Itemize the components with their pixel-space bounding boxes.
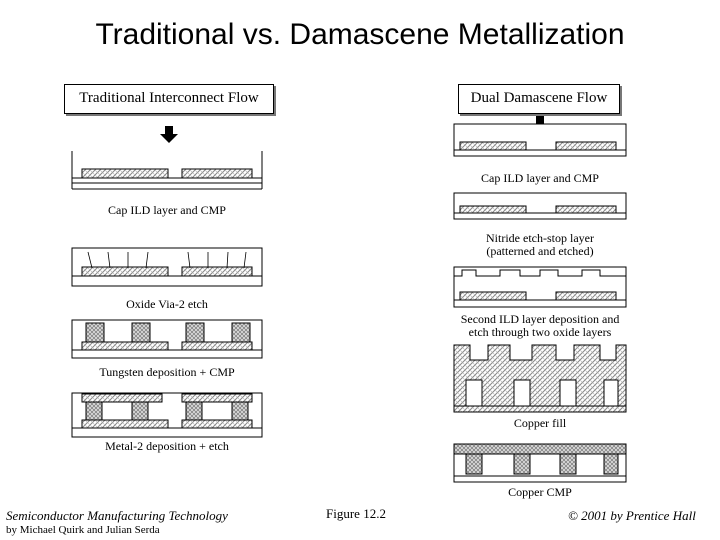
copyright: © 2001 by Prentice Hall xyxy=(568,508,696,523)
right-step-3-structure xyxy=(453,344,627,413)
right-step-2-label-2: etch through two oxide layers xyxy=(468,325,612,339)
right-step-1-label: Nitride etch-stop layer xyxy=(486,231,594,245)
right-step-2-structure xyxy=(453,266,627,308)
right-step-1-label-2: (patterned and etched) xyxy=(486,244,594,258)
left-step-1-label: Oxide Via-2 etch xyxy=(126,297,208,311)
right-step-0-label: Cap ILD layer and CMP xyxy=(481,171,599,185)
book-title: Semiconductor Manufacturing Technology xyxy=(6,508,228,523)
right-step-4-label: Copper CMP xyxy=(508,485,572,499)
left-step-1-structure xyxy=(71,247,263,287)
footer-book-credit: Semiconductor Manufacturing Technology b… xyxy=(6,508,228,536)
figure-number: Figure 12.2 xyxy=(326,506,386,521)
right-step-3-label: Copper fill xyxy=(513,416,567,430)
traditional-flow-heading: Traditional Interconnect Flow xyxy=(64,84,274,114)
page-title: Traditional vs. Damascene Metallization xyxy=(95,18,625,51)
right-step-4-structure xyxy=(453,443,627,483)
left-step-3-label: Metal-2 deposition + etch xyxy=(105,439,229,453)
left-step-0-structure xyxy=(71,151,263,190)
damascene-flow-heading: Dual Damascene Flow xyxy=(458,84,620,114)
left-down-arrow xyxy=(160,126,178,143)
right-step-1-structure xyxy=(453,192,627,220)
left-step-2-label: Tungsten deposition + CMP xyxy=(99,365,235,379)
right-step-2-label: Second ILD layer deposition and xyxy=(460,312,620,326)
book-authors: by Michael Quirk and Julian Serda xyxy=(6,524,160,536)
left-step-0-label: Cap ILD layer and CMP xyxy=(108,203,226,217)
left-step-3-structure xyxy=(71,392,263,438)
right-step-0-structure xyxy=(453,123,627,157)
left-step-2-structure xyxy=(71,319,263,359)
